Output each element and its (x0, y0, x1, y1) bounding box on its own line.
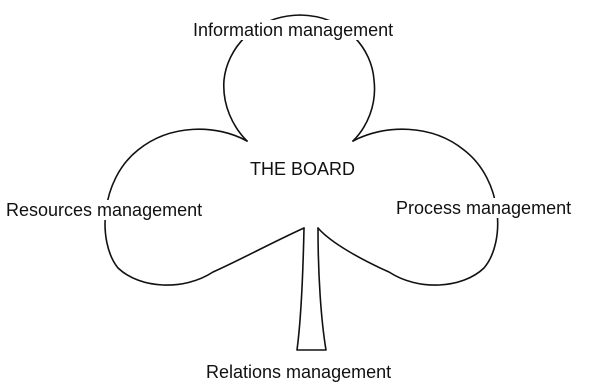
process-management-label: Process management (396, 198, 572, 218)
right-leaf (317, 128, 499, 286)
resources-management-label: Resources management (6, 200, 203, 220)
top-leaf (223, 14, 376, 142)
the-board-label: THE BOARD (250, 159, 356, 179)
stem (296, 227, 327, 351)
left-leaf (104, 128, 305, 286)
information-management-label: Information management (193, 20, 394, 40)
relations-management-label: Relations management (206, 362, 392, 382)
